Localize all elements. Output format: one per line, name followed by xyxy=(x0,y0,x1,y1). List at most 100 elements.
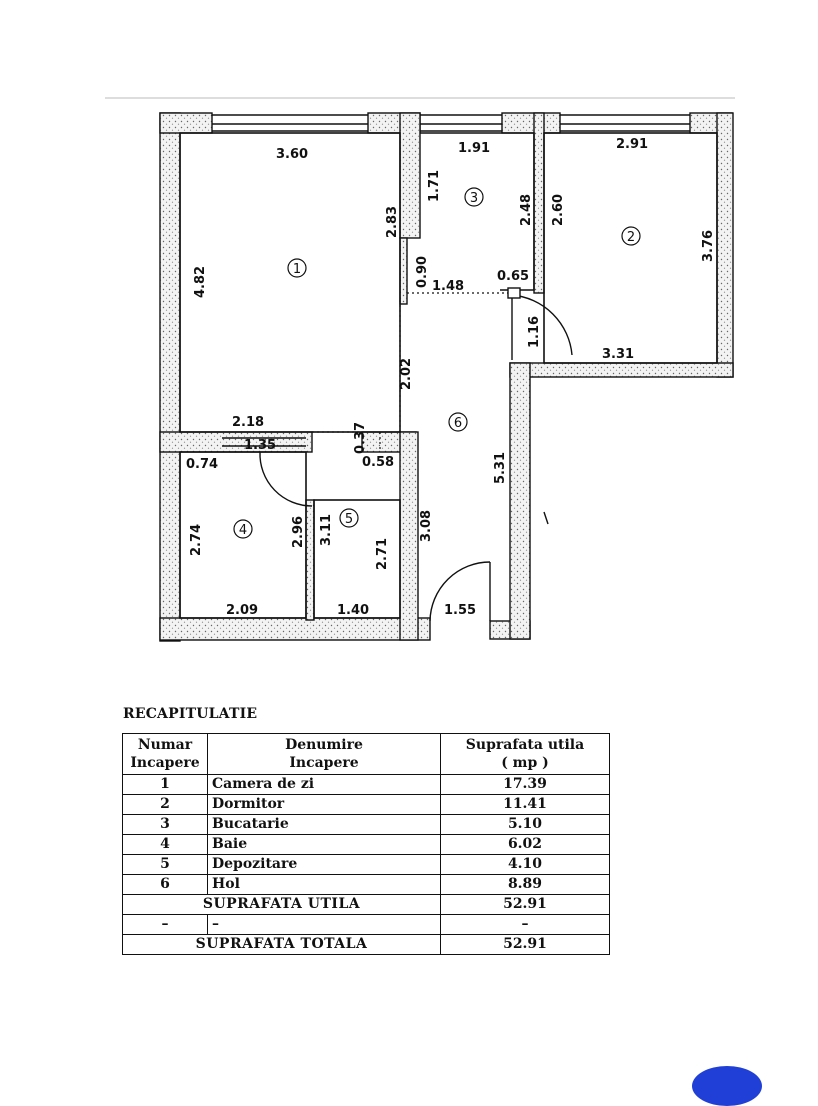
room-marker-3 xyxy=(464,187,484,207)
dim-hol-left: 2.02 xyxy=(399,358,414,390)
table-row: 6 Hol 8.89 xyxy=(122,874,610,895)
wall-storage-right xyxy=(399,431,419,641)
row-num: 5 xyxy=(122,854,208,875)
room-marker-1 xyxy=(287,258,307,278)
row-name: Dormitor xyxy=(207,794,441,815)
dim-r5-right: 2.71 xyxy=(375,538,390,570)
dim-r3-right: 2.48 xyxy=(519,194,534,226)
room-1-outline xyxy=(179,132,401,433)
dim-r4-top-left: 0.74 xyxy=(186,457,218,472)
table-row: 4 Baie 6.02 xyxy=(122,834,610,855)
wall-bath-top xyxy=(159,431,313,453)
dim-r4-bottom: 2.09 xyxy=(226,603,258,618)
dim-r1-top: 3.60 xyxy=(276,147,308,162)
wall-hol-right xyxy=(509,362,531,640)
wall-top-left xyxy=(159,112,213,134)
windows xyxy=(212,114,690,132)
wall-top-mid2 xyxy=(501,112,561,134)
dim-door-r2: 1.16 xyxy=(527,316,542,348)
dim-r2-top: 2.91 xyxy=(616,137,648,152)
dash-name: – xyxy=(207,914,441,935)
row-name: Hol xyxy=(207,874,441,895)
dim-r5-left: 3.11 xyxy=(319,514,334,546)
useful-area-row: SUPRAFATA UTILA 52.91 xyxy=(122,894,610,915)
room-number-1: 1 xyxy=(293,262,301,277)
row-num: 6 xyxy=(122,874,208,895)
row-num: 4 xyxy=(122,834,208,855)
recap-header-row: Numar Incapere Denumire Incapere Suprafa… xyxy=(122,733,610,775)
dash-row: – – – xyxy=(122,914,610,935)
header-area-line1: Suprafata utila xyxy=(465,737,585,753)
total-area-value: 52.91 xyxy=(440,934,610,955)
row-name: Bucatarie xyxy=(207,814,441,835)
row-name: Depozitare xyxy=(207,854,441,875)
wall-r1-r3-low xyxy=(399,237,408,305)
header-room-name-line1: Denumire xyxy=(285,737,363,753)
dim-r2-right: 3.76 xyxy=(701,230,716,262)
room-number-4: 4 xyxy=(239,523,247,538)
floor-plan: 1 2 3 4 5 6 3.60 1.91 2.91 1.48 0.65 3.3… xyxy=(105,97,735,642)
dim-hol-small: 0.65 xyxy=(497,269,529,284)
dim-door-a: 0.90 xyxy=(415,256,430,288)
room-number-6: 6 xyxy=(454,416,462,431)
dim-r5-top: 0.58 xyxy=(362,455,394,470)
row-area: 6.02 xyxy=(440,834,610,855)
row-area: 5.10 xyxy=(440,814,610,835)
row-area: 8.89 xyxy=(440,874,610,895)
row-num: 1 xyxy=(122,774,208,795)
dim-r2-bottom: 3.31 xyxy=(602,347,634,362)
row-name: Camera de zi xyxy=(207,774,441,795)
dim-r1-right: 2.83 xyxy=(385,206,400,238)
header-area: Suprafata utila ( mp ) xyxy=(440,733,610,775)
room-markers xyxy=(233,187,641,539)
dim-hol-top: 1.48 xyxy=(432,279,464,294)
table-row: 1 Camera de zi 17.39 xyxy=(122,774,610,795)
room-number-3: 3 xyxy=(470,191,478,206)
wall-bath-storage xyxy=(305,499,315,621)
dim-r1-left: 4.82 xyxy=(193,266,208,298)
room-number-5: 5 xyxy=(345,512,353,527)
room-numbers: 1 2 3 4 5 6 xyxy=(239,191,635,538)
total-area-row: SUPRAFATA TOTALA 52.91 xyxy=(122,934,610,955)
useful-area-label: SUPRAFATA UTILA xyxy=(122,894,441,915)
table-row: 2 Dormitor 11.41 xyxy=(122,794,610,815)
wall-bottom xyxy=(159,617,431,641)
header-room-name-line2: Incapere xyxy=(289,755,359,771)
header-room-number-line1: Numar xyxy=(137,737,193,753)
row-num: 3 xyxy=(122,814,208,835)
room-marker-6 xyxy=(448,412,468,432)
header-room-name: Denumire Incapere xyxy=(207,733,441,775)
dim-r2-left: 2.60 xyxy=(551,194,566,226)
row-name: Baie xyxy=(207,834,441,855)
dimension-labels-vertical: 4.82 2.83 1.71 2.48 2.60 3.76 0.90 1.16 … xyxy=(189,170,716,570)
dotted-openings xyxy=(312,292,512,452)
dim-entry: 1.55 xyxy=(444,603,476,618)
recap-table: Numar Incapere Denumire Incapere Suprafa… xyxy=(122,733,610,955)
doors xyxy=(222,287,573,622)
walls xyxy=(159,112,734,642)
wall-left xyxy=(159,112,181,642)
table-row: 3 Bucatarie 5.10 xyxy=(122,814,610,835)
total-area-label: SUPRAFATA TOTALA xyxy=(122,934,441,955)
row-area: 4.10 xyxy=(440,854,610,875)
useful-area-value: 52.91 xyxy=(440,894,610,915)
room-outlines xyxy=(179,132,718,619)
room-marker-5 xyxy=(339,508,359,528)
dim-r3-left: 1.71 xyxy=(427,170,442,202)
room-marker-4 xyxy=(233,519,253,539)
recap-title: RECAPITULATIE xyxy=(123,706,258,722)
dimension-labels: 3.60 1.91 2.91 1.48 0.65 3.31 2.18 1.35 … xyxy=(186,137,648,618)
dim-r5-bottom: 1.40 xyxy=(337,603,369,618)
dim-r1-bottom: 2.18 xyxy=(232,415,264,430)
wall-bedroom-bottom xyxy=(509,362,734,378)
dim-r4-left: 2.74 xyxy=(189,524,204,556)
dash-area: – xyxy=(440,914,610,935)
dim-r5-wall: 0.37 xyxy=(353,422,368,454)
row-area: 17.39 xyxy=(440,774,610,795)
dim-r3-top: 1.91 xyxy=(458,141,490,156)
corner-logo-shape xyxy=(692,1066,762,1106)
table-row: 5 Depozitare 4.10 xyxy=(122,854,610,875)
wall-r3-r2 xyxy=(533,112,545,294)
wall-r1-r3 xyxy=(399,112,421,239)
room-2-outline xyxy=(543,132,718,364)
